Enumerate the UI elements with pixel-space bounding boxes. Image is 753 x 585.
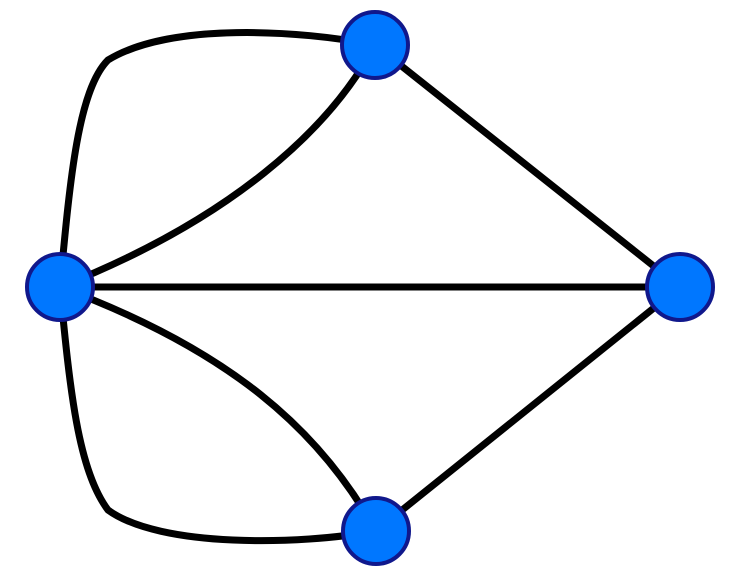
edge-top-left-outer — [56, 29, 379, 291]
edge-top-right — [371, 41, 684, 291]
node-right — [645, 252, 715, 322]
edges-layer — [56, 29, 684, 545]
node-bottom — [341, 496, 411, 566]
edge-top-left-inner — [56, 41, 379, 291]
node-top — [340, 10, 410, 80]
nodes-layer — [25, 10, 715, 566]
edge-left-bottom-inner — [56, 283, 380, 535]
edge-left-bottom-outer — [56, 283, 380, 545]
node-left — [25, 252, 95, 322]
edge-bottom-right — [372, 283, 684, 535]
